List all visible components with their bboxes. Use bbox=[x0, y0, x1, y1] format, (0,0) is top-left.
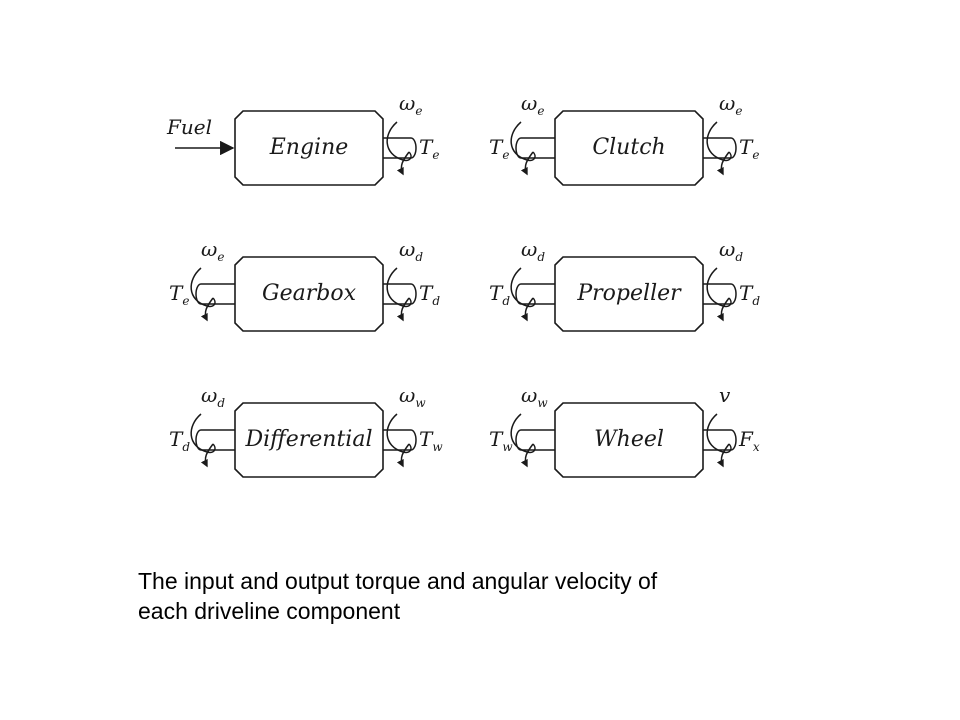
output-torque-label: Te bbox=[739, 135, 759, 162]
input-rotation-arrow bbox=[510, 267, 536, 320]
input-torque-label: Tw bbox=[489, 427, 513, 454]
output-rotation-arrow bbox=[386, 413, 412, 466]
output-rotation-arrow bbox=[706, 121, 732, 174]
block-name: Propeller bbox=[576, 281, 682, 306]
block-name: Differential bbox=[244, 427, 372, 452]
output-torque-label: Td bbox=[739, 281, 760, 308]
output-angular-velocity-label: ωe bbox=[399, 91, 422, 118]
output-angular-velocity-label: ωd bbox=[399, 237, 423, 264]
block-body bbox=[234, 110, 384, 186]
input-torque-label: Te bbox=[169, 281, 189, 308]
caption-line-2: each driveline component bbox=[138, 598, 401, 624]
input-angular-velocity-label: ωe bbox=[201, 237, 224, 264]
output-angular-velocity-label: v bbox=[719, 383, 731, 407]
output-rotation-arrow bbox=[706, 413, 732, 466]
output-rotation-arrow bbox=[706, 267, 732, 320]
output-rotation-arrow bbox=[386, 121, 412, 174]
output-angular-velocity-label: ωe bbox=[719, 91, 742, 118]
output-torque-label: Td bbox=[419, 281, 440, 308]
caption-line-1: The input and output torque and angular … bbox=[138, 568, 658, 594]
output-rotation-arrow bbox=[386, 267, 412, 320]
output-angular-velocity-label: ωw bbox=[399, 383, 426, 410]
input-rotation-arrow bbox=[510, 413, 536, 466]
input-rotation-arrow bbox=[190, 267, 216, 320]
block-name: Gearbox bbox=[262, 281, 357, 306]
output-angular-velocity-label: ωd bbox=[719, 237, 743, 264]
block-name: Engine bbox=[269, 135, 349, 160]
input-rotation-arrow bbox=[510, 121, 536, 174]
input-rotation-arrow bbox=[190, 413, 216, 466]
fuel-label: Fuel bbox=[166, 115, 212, 139]
input-torque-label: Te bbox=[489, 135, 509, 162]
input-angular-velocity-label: ωe bbox=[521, 91, 544, 118]
input-torque-label: Td bbox=[489, 281, 510, 308]
block-name: Clutch bbox=[592, 135, 665, 160]
input-angular-velocity-label: ωd bbox=[201, 383, 225, 410]
input-torque-label: Td bbox=[169, 427, 190, 454]
block-name: Wheel bbox=[594, 427, 664, 452]
output-torque-label: Tw bbox=[419, 427, 443, 454]
output-torque-label: Fx bbox=[738, 427, 760, 454]
figure-caption: The input and output torque and angular … bbox=[138, 566, 878, 626]
input-angular-velocity-label: ωw bbox=[521, 383, 548, 410]
input-angular-velocity-label: ωd bbox=[521, 237, 545, 264]
output-torque-label: Te bbox=[419, 135, 439, 162]
